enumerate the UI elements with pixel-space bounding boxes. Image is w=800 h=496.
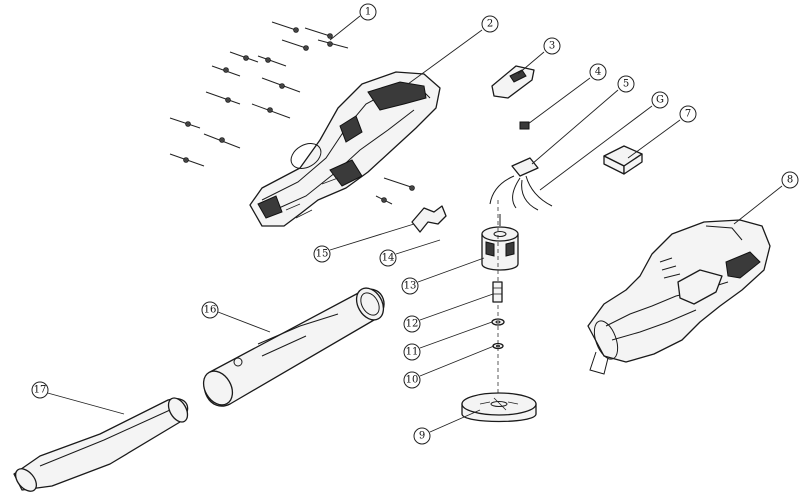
callout-part-9: 9 <box>413 427 431 445</box>
washer <box>491 318 505 326</box>
screw <box>281 39 309 51</box>
leader-lines <box>43 15 783 433</box>
callout-part-11: 11 <box>403 343 421 361</box>
callout-label: 5 <box>623 79 629 90</box>
callout-label: 17 <box>34 385 47 396</box>
callout-label: 2 <box>487 19 493 30</box>
callout-label: 3 <box>549 41 555 52</box>
callout-part-7: 7 <box>679 105 697 123</box>
screw <box>271 21 299 33</box>
screw <box>211 65 241 77</box>
screw <box>304 27 333 39</box>
nut <box>492 342 504 350</box>
screw <box>169 153 205 167</box>
screw <box>375 195 393 205</box>
screw <box>205 91 241 105</box>
callout-part-13: 13 <box>401 277 419 295</box>
screw <box>251 103 291 119</box>
callout-label: 9 <box>419 431 425 442</box>
screw-set <box>169 21 415 205</box>
callout-label: 12 <box>406 319 419 330</box>
screw <box>169 117 201 129</box>
callout-part-1: 1 <box>359 3 377 21</box>
callout-part-2: 2 <box>481 15 499 33</box>
callout-label: 15 <box>316 249 329 260</box>
callout-part-16: 16 <box>201 301 219 319</box>
screw <box>383 177 415 191</box>
callout-label: 8 <box>787 175 793 186</box>
switch-part <box>491 65 535 99</box>
fan <box>461 392 537 423</box>
callout-label: 1 <box>365 7 371 18</box>
callout-label: 4 <box>595 67 601 78</box>
callout-part-4: 4 <box>589 63 607 81</box>
callout-part-6: G <box>651 91 669 109</box>
screw <box>203 133 241 149</box>
screw <box>317 39 349 49</box>
callout-part-5: 5 <box>617 75 635 93</box>
motor <box>481 214 519 271</box>
callout-part-15: 15 <box>313 245 331 263</box>
callout-part-10: 10 <box>403 371 421 389</box>
screw <box>229 51 259 63</box>
blower-tube <box>202 287 385 407</box>
bracket <box>411 205 447 233</box>
callout-label: 7 <box>685 109 691 120</box>
nozzle <box>13 397 189 492</box>
callout-label: 16 <box>204 305 217 316</box>
callout-label: G <box>656 95 664 106</box>
left-housing <box>249 71 441 227</box>
screw <box>257 55 287 67</box>
callout-part-8: 8 <box>781 171 799 189</box>
callout-part-3: 3 <box>543 37 561 55</box>
callout-label: 14 <box>382 253 395 264</box>
callout-label: 10 <box>406 375 419 386</box>
callout-part-12: 12 <box>403 315 421 333</box>
terminal-block <box>603 145 643 175</box>
wiring-harness <box>489 157 553 211</box>
shaft-adapter <box>492 281 503 303</box>
callout-part-17: 17 <box>31 381 49 399</box>
screw <box>261 77 301 93</box>
callout-label: 13 <box>404 281 417 292</box>
right-housing <box>587 219 771 375</box>
small-clip <box>519 121 530 130</box>
callout-label: 11 <box>406 347 419 358</box>
callout-part-14: 14 <box>379 249 397 267</box>
